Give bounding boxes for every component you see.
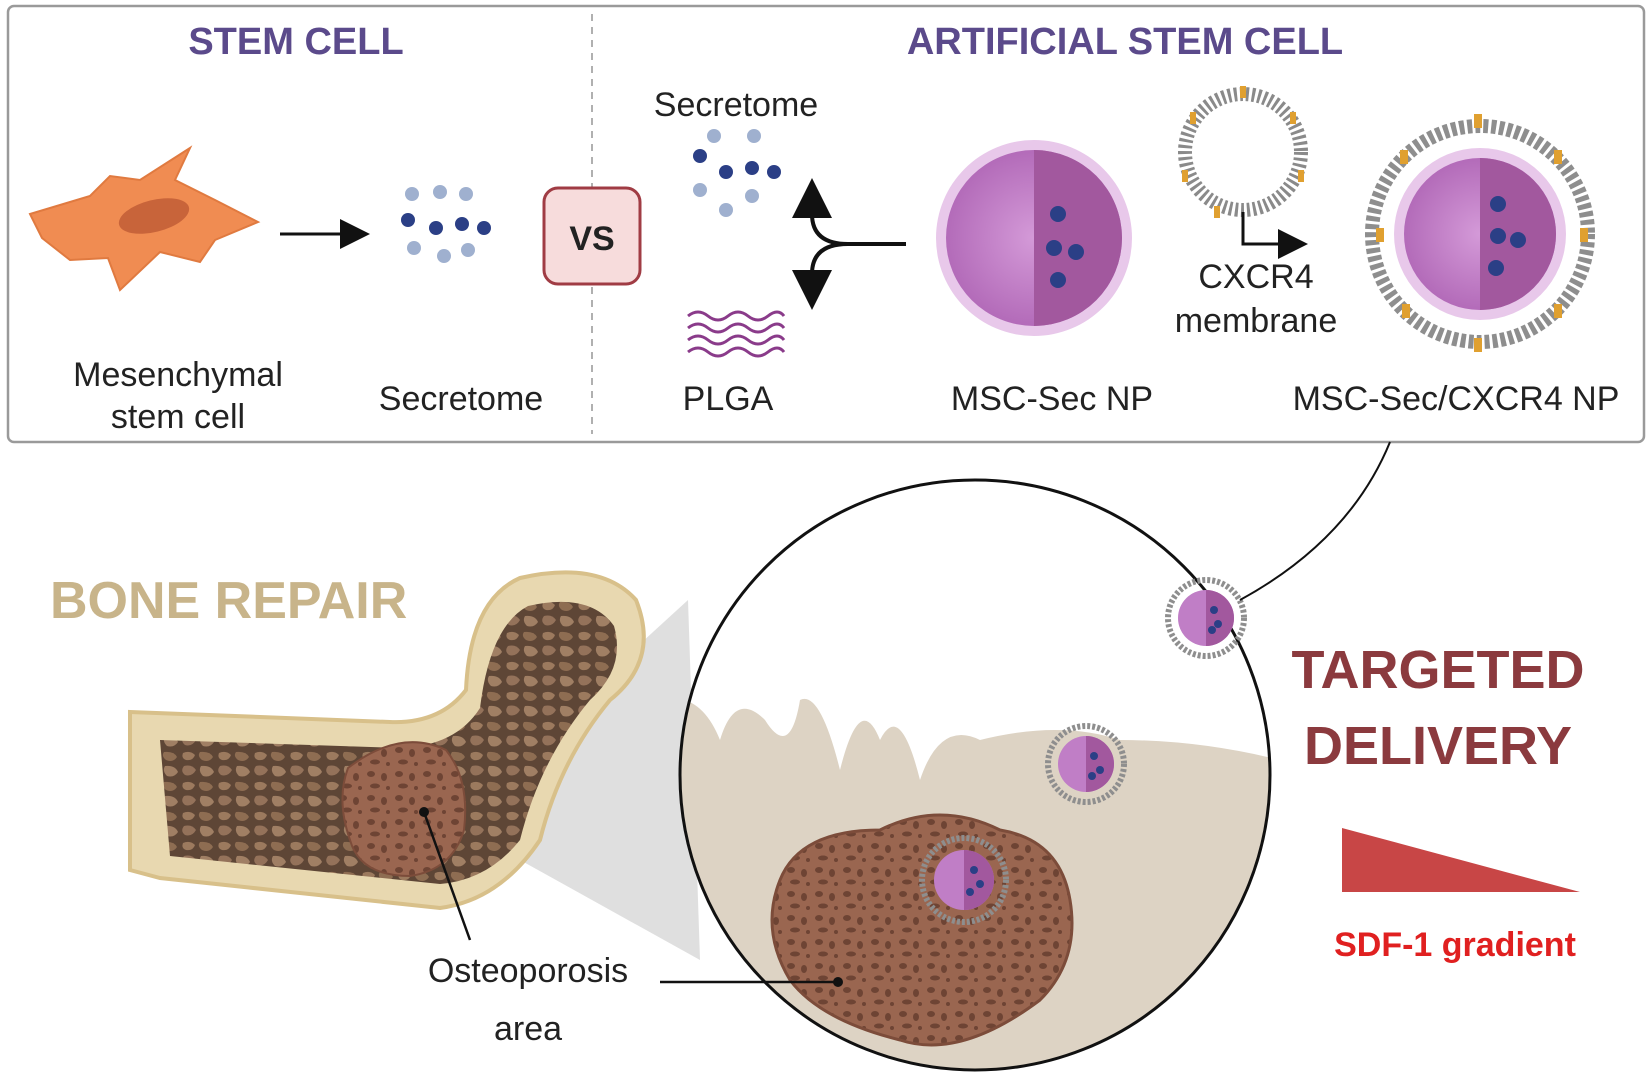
bone-repair-title: BONE REPAIR <box>50 572 407 630</box>
zoom-cone <box>484 600 700 960</box>
cxcr4-membrane-icon <box>1178 86 1308 218</box>
zoom-circle <box>678 478 1272 1072</box>
targeted-label-line1: TARGETED <box>1292 640 1585 700</box>
osteoporosis-label-line1: Osteoporosis <box>428 952 628 990</box>
targeted-label-line2: DELIVERY <box>1304 716 1572 776</box>
secretome-label-left: Secretome <box>379 380 543 418</box>
msc-sec-cxcr4-np-icon <box>1365 114 1595 352</box>
cxcr4-label-line1: CXCR4 <box>1198 258 1313 296</box>
sdf1-gradient-wedge <box>1342 828 1580 892</box>
plga-strands-icon <box>687 310 786 358</box>
top-panel-frame <box>6 4 1646 444</box>
targeted-np-small-2 <box>1045 723 1127 805</box>
cxcr4-label-line2: membrane <box>1175 302 1338 340</box>
stem-cell-title: STEM CELL <box>188 21 403 63</box>
msc-sec-cxcr4-np-label: MSC-Sec/CXCR4 NP <box>1293 380 1620 418</box>
osteoporosis-label-line2: area <box>494 1010 562 1048</box>
vs-badge <box>542 186 642 286</box>
targeted-np-small-3 <box>919 835 1009 925</box>
secretome-dots-icon <box>401 185 491 263</box>
msc-label-line2: stem cell <box>111 398 245 436</box>
msc-sec-np-label: MSC-Sec NP <box>951 380 1153 418</box>
artificial-stem-cell-title: ARTIFICIAL STEM CELL <box>907 21 1343 63</box>
secretome-dots-right-icon <box>693 129 781 217</box>
msc-sec-np-icon <box>936 140 1132 336</box>
osteoporosis-pointer-left <box>422 811 472 941</box>
np-callout-line <box>1239 441 1391 601</box>
plga-label: PLGA <box>683 380 774 418</box>
sdf1-gradient-label: SDF-1 gradient <box>1334 926 1576 964</box>
split-arrow-icon <box>792 178 906 310</box>
secretome-label-right: Secretome <box>654 86 818 124</box>
membrane-arrow <box>1241 212 1308 259</box>
vs-label: VS <box>569 220 614 258</box>
msc-label-line1: Mesenchymal <box>73 356 283 394</box>
mesenchymal-stem-cell-icon <box>28 145 261 292</box>
targeted-np-small-1 <box>1165 577 1247 659</box>
